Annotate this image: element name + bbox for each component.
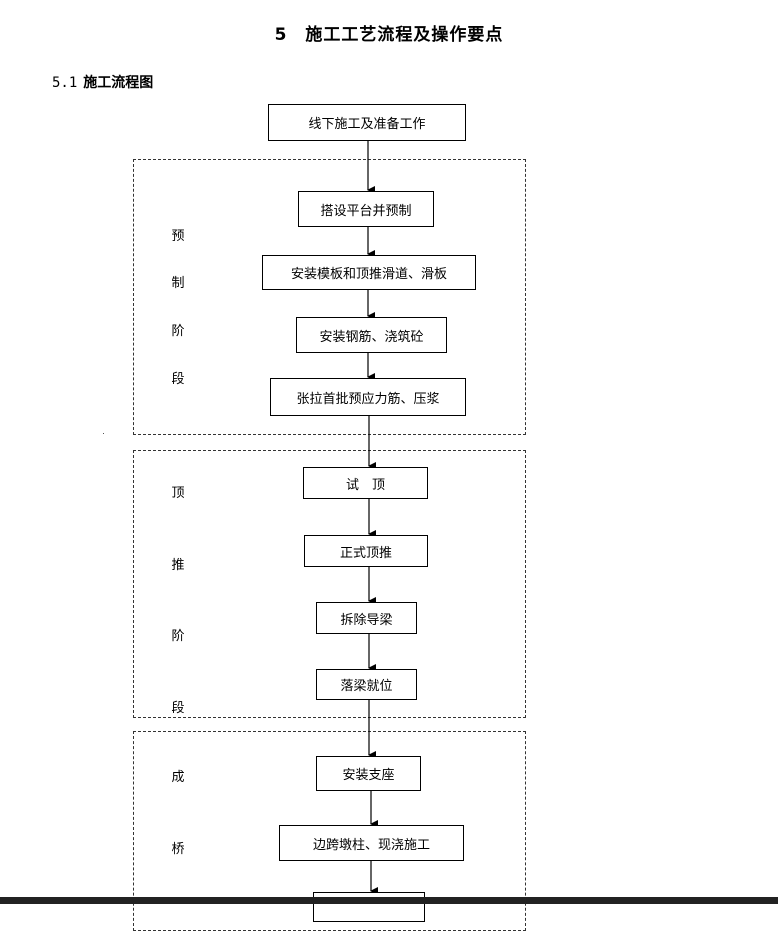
flow-step: 安装模板和顶推滑道、滑板	[262, 255, 476, 290]
stage-push-label-char: 段	[171, 701, 185, 716]
stage-prefab-label-char: 段	[171, 372, 185, 387]
chapter-title-text: 施工工艺流程及操作要点	[305, 25, 504, 45]
stage-prefab-label-char: 制	[171, 276, 185, 291]
flow-step: 拆除导梁	[316, 602, 417, 634]
flow-step: 正式顶推	[304, 535, 428, 567]
flow-connectors	[367, 141, 378, 895]
stage-push-label-char: 阶	[171, 629, 185, 644]
flow-step: 边跨墩柱、现浇施工	[279, 825, 464, 861]
section-number: 5.1	[52, 75, 78, 91]
stage-push-frame	[133, 450, 526, 718]
flow-step: 安装支座	[316, 756, 421, 791]
stage-bridge-label-char: 成	[171, 770, 185, 785]
flow-step: 搭设平台并预制	[298, 191, 434, 227]
section-title: 施工流程图	[83, 75, 154, 91]
stage-push-label-char: 推	[171, 558, 185, 573]
flow-step: 落梁就位	[316, 669, 417, 700]
stage-prefab-frame	[133, 159, 526, 435]
chapter-number: 5	[274, 25, 288, 45]
section-heading: 5.1 施工流程图	[52, 72, 153, 92]
stage-prefab-label-char: 阶	[171, 324, 185, 339]
flow-step: 安装钢筋、浇筑砼	[296, 317, 447, 353]
chapter-title: 5 施工工艺流程及操作要点	[0, 20, 778, 45]
stray-dot	[103, 433, 104, 434]
flow-step-start: 线下施工及准备工作	[268, 104, 466, 141]
flow-step: 试 顶	[303, 467, 428, 499]
stage-prefab-label-char: 预	[171, 229, 185, 244]
stage-bridge-label-char: 桥	[171, 842, 185, 857]
viewer-bottom-bar	[0, 897, 778, 904]
flow-step: 张拉首批预应力筋、压浆	[270, 378, 466, 416]
stage-push-label-char: 顶	[171, 486, 185, 501]
